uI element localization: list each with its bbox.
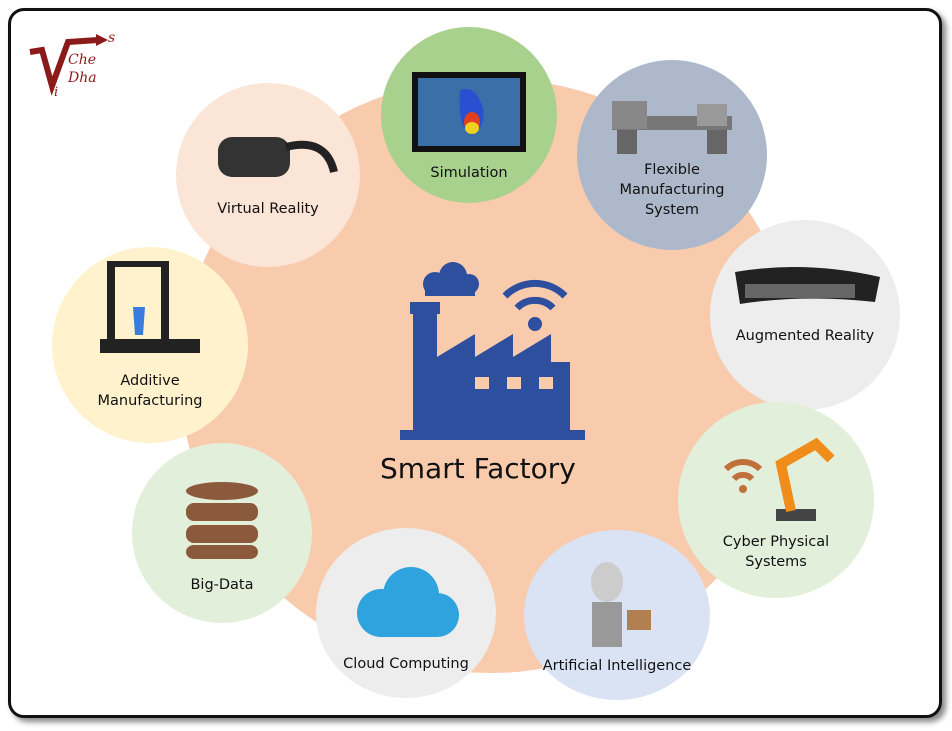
node-artificial-intelligence: Artificial Intelligence bbox=[524, 530, 710, 700]
node-augmented-reality: Augmented Reality bbox=[710, 220, 900, 410]
node-virtual-reality: Virtual Reality bbox=[176, 83, 360, 267]
svg-text:Che: Che bbox=[68, 52, 96, 68]
node-big-data: Big-Data bbox=[132, 443, 312, 623]
cloud-icon bbox=[357, 567, 459, 637]
ar-headset-icon bbox=[735, 267, 880, 304]
center-title: Smart Factory bbox=[380, 452, 576, 485]
svg-text:i: i bbox=[54, 85, 58, 100]
node-cloud-computing: Cloud Computing bbox=[316, 528, 496, 698]
vr-headset-icon bbox=[218, 137, 338, 177]
database-icon bbox=[186, 482, 258, 559]
simulation-monitor-icon bbox=[412, 72, 526, 152]
robot-arm-icon bbox=[723, 437, 835, 521]
svg-text:s: s bbox=[108, 30, 115, 46]
node-simulation: Simulation bbox=[381, 27, 557, 203]
robot-icon bbox=[591, 562, 651, 647]
lathe-machine-icon bbox=[612, 101, 732, 154]
svg-text:Dha: Dha bbox=[67, 70, 97, 86]
smart-factory-icon bbox=[395, 262, 590, 446]
3d-printer-icon bbox=[100, 261, 200, 353]
